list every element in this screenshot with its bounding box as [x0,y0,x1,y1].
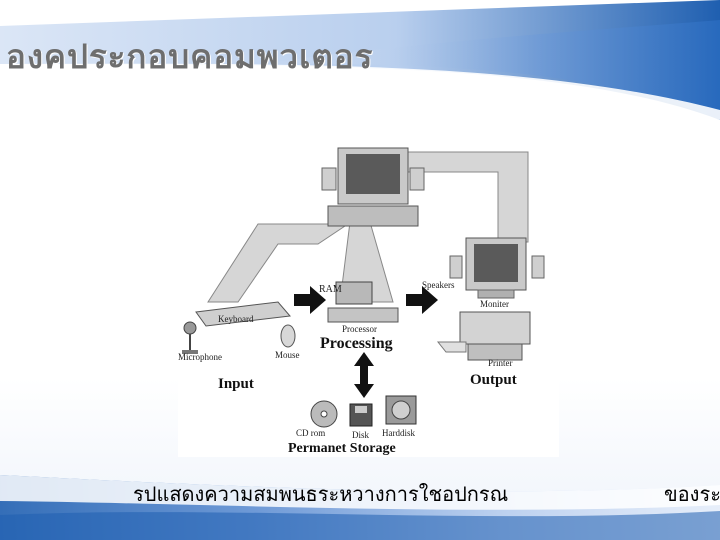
mouse-label: Mouse [275,350,300,360]
disk-label: Disk [352,430,370,440]
speakers-label: Speakers [422,280,455,290]
harddisk-label: Harddisk [382,428,415,438]
microphone-icon [182,321,198,354]
slide-title: องคประกอบคอมพวเตอร [6,37,374,76]
flow-path-left [207,223,350,303]
input-label: Input [218,376,254,392]
ram-label: RAM [319,284,342,295]
printer-label: Printer [488,358,513,368]
figure-caption-tail: ของระ [664,482,720,506]
keyboard-icon [195,301,291,327]
processor-box [327,307,399,323]
microphone-label: Microphone [178,352,222,362]
processor-label: Processor [342,324,377,334]
header-wave-band [0,0,720,120]
moniter-label: Moniter [480,299,509,309]
cd-rom-label: CD rom [296,428,325,438]
footer-wave-band [0,475,720,540]
ram-module-icon [335,281,373,305]
computer-components-diagram: RAM Speakers Keyboard Processor Processi… [178,132,559,457]
monitor-icon [449,237,545,299]
processing-label: Processing [320,335,393,352]
mouse-icon [280,324,296,348]
permanet-storage-label: Permanet Storage [288,441,396,456]
figure-caption: รปแสดงความสมพนธระหวางการใชอปกรณ [133,482,509,506]
arrow-processing-to-output [406,286,438,314]
printer-icon [436,311,531,361]
keyboard-label: Keyboard [218,314,254,324]
output-label: Output [470,372,517,388]
arrow-processing-storage [354,352,374,398]
arrow-input-to-processing [294,286,326,314]
computer-icon [321,147,425,227]
